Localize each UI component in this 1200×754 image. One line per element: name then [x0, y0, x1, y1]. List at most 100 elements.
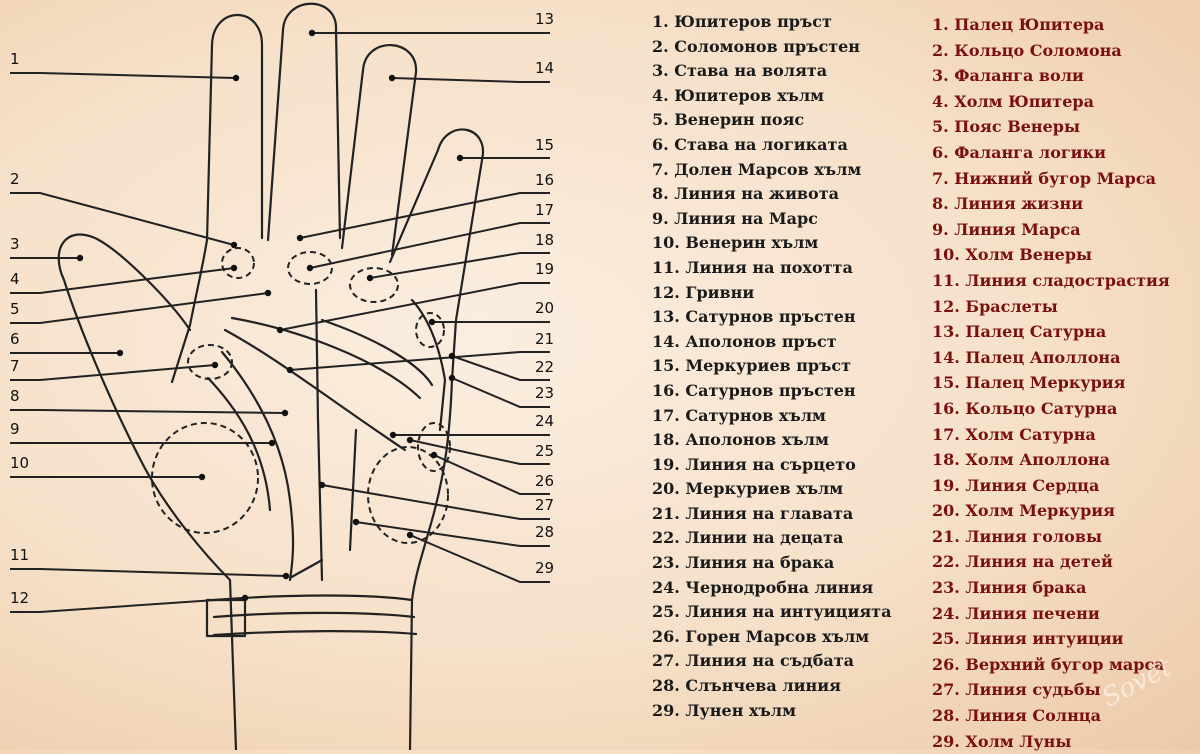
marker-dot-5: [264, 289, 272, 297]
legend-bg-8: 8. Линия на живота: [652, 184, 839, 204]
leader-line-21: [289, 351, 550, 371]
leader-line-1: [10, 72, 237, 79]
legend-ru-11: 11. Линия сладострастия: [932, 270, 1170, 290]
marker-dot-25: [406, 436, 414, 444]
legend-ru-22: 22. Линия на детей: [932, 552, 1113, 572]
thumb-outline: [57, 233, 238, 750]
leader-line-18: [369, 252, 550, 279]
leader-line-12: [10, 597, 246, 613]
legend-ru-16: 16. Кольцо Сатурна: [932, 398, 1118, 418]
marker-dot-3: [76, 254, 84, 262]
marker-dot-11: [282, 572, 290, 580]
life-line: [220, 350, 295, 582]
marker-number-21: 21: [535, 330, 554, 348]
legend-bg-11: 11. Линия на похотта: [652, 257, 853, 277]
legend-ru-4: 4. Холм Юпитера: [932, 91, 1094, 111]
marker-dot-4: [230, 264, 238, 272]
saturn-mount-ellipse: [287, 251, 333, 285]
leader-line-23: [451, 377, 550, 408]
heart-line: [230, 316, 422, 400]
legend-ru-18: 18. Холм Аполлона: [932, 450, 1110, 470]
marker-dot-23: [448, 374, 456, 382]
legend-ru-8: 8. Линия жизни: [932, 194, 1084, 214]
marker-dot-18: [366, 274, 374, 282]
leader-line-17: [309, 222, 550, 269]
legend-bg-29: 29. Лунен хълм: [652, 700, 796, 720]
marker-number-23: 23: [535, 384, 554, 402]
legend-ru-2: 2. Кольцо Соломона: [932, 40, 1122, 60]
mars-line: [206, 376, 272, 512]
legend-ru-5: 5. Пояс Венеры: [932, 117, 1081, 137]
marker-dot-9: [268, 439, 276, 447]
marker-number-5: 5: [10, 300, 20, 318]
marker-dot-26: [430, 451, 438, 459]
leader-line-16: [299, 192, 550, 239]
marker-dot-20: [428, 318, 436, 326]
marker-number-8: 8: [10, 387, 20, 405]
marker-number-18: 18: [535, 231, 554, 249]
marker-number-2: 2: [10, 170, 20, 188]
marker-number-29: 29: [535, 559, 554, 577]
marker-dot-14: [388, 74, 396, 82]
marker-number-14: 14: [535, 59, 554, 77]
legend-bg-23: 23. Линия на брака: [652, 553, 835, 573]
leader-lines: [10, 29, 550, 613]
legend-ru-17: 17. Холм Сатурна: [932, 424, 1096, 444]
wrist-crease-2: [212, 611, 416, 619]
marker-dot-12: [241, 594, 249, 602]
leader-line-26: [433, 454, 550, 495]
marker-dot-21: [286, 366, 294, 374]
legend-bg-18: 18. Аполонов хълм: [652, 430, 829, 450]
legend-ru-6: 6. Фаланга логики: [932, 142, 1106, 162]
legend-ru-23: 23. Линия брака: [932, 578, 1087, 598]
marker-dot-15: [456, 154, 464, 162]
wrist-crease-3: [212, 630, 418, 637]
bracelet-bracket: [205, 598, 247, 638]
marker-dot-29: [406, 531, 414, 539]
marker-dot-16: [296, 234, 304, 242]
girdle-of-venus: [410, 298, 447, 432]
legend-bg-15: 15. Меркуриев пръст: [652, 356, 852, 376]
marker-number-13: 13: [535, 10, 554, 28]
legend-bg-25: 25. Линия на интуицията: [652, 602, 892, 622]
marker-dot-22: [448, 352, 456, 360]
legend-bg-1: 1. Юпитеров пръст: [652, 12, 832, 31]
legend-ru-12: 12. Браслеты: [932, 296, 1058, 316]
marker-number-12: 12: [10, 589, 29, 607]
legend-ru-10: 10. Холм Венеры: [932, 245, 1093, 265]
liver-line: [320, 318, 434, 387]
marker-number-20: 20: [535, 299, 554, 317]
marker-dot-1: [232, 74, 240, 82]
legend-ru-3: 3. Фаланга воли: [932, 66, 1084, 86]
marker-number-27: 27: [535, 496, 554, 514]
legend-ru-7: 7. Нижний бугор Марса: [932, 168, 1156, 188]
legend-bg-10: 10. Венерин хълм: [652, 233, 819, 253]
upper-mars-ellipse: [417, 422, 451, 472]
marker-number-17: 17: [535, 201, 554, 219]
marker-number-28: 28: [535, 523, 554, 541]
legend-bg-5: 5. Венерин пояс: [652, 110, 805, 130]
legend-bg-28: 28. Слънчева линия: [652, 676, 841, 696]
leader-line-8: [10, 409, 286, 414]
marker-dot-24: [389, 431, 397, 439]
hand-outline: [170, 2, 485, 750]
leader-line-22: [451, 355, 550, 381]
legend-ru-27: 27. Линия судьбы: [932, 680, 1101, 700]
venus-mount-ellipse: [151, 422, 259, 534]
leader-line-14: [391, 77, 550, 83]
marker-number-7: 7: [10, 357, 20, 375]
moon-mount-ellipse: [367, 446, 449, 544]
legend-ru-25: 25. Линия интуиции: [932, 629, 1124, 649]
leader-line-11: [10, 568, 287, 577]
apollo-mount-ellipse: [349, 267, 399, 303]
legend-bg-24: 24. Чернодробна линия: [652, 577, 874, 597]
marker-number-25: 25: [535, 442, 554, 460]
marker-number-9: 9: [10, 420, 20, 438]
legend-ru-14: 14. Палец Аполлона: [932, 347, 1121, 367]
marker-number-1: 1: [10, 50, 20, 68]
legend-bg-4: 4. Юпитеров хълм: [652, 85, 825, 105]
legend-ru-9: 9. Линия Марса: [932, 219, 1081, 239]
marker-dot-7: [211, 361, 219, 369]
